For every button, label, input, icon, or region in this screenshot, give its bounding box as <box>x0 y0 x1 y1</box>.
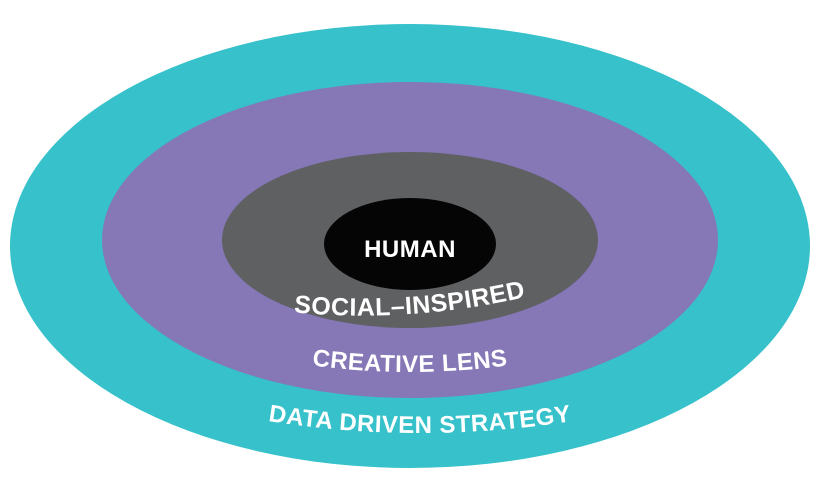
core-label: HUMAN <box>364 236 456 263</box>
layer-core-ellipse <box>324 198 496 290</box>
